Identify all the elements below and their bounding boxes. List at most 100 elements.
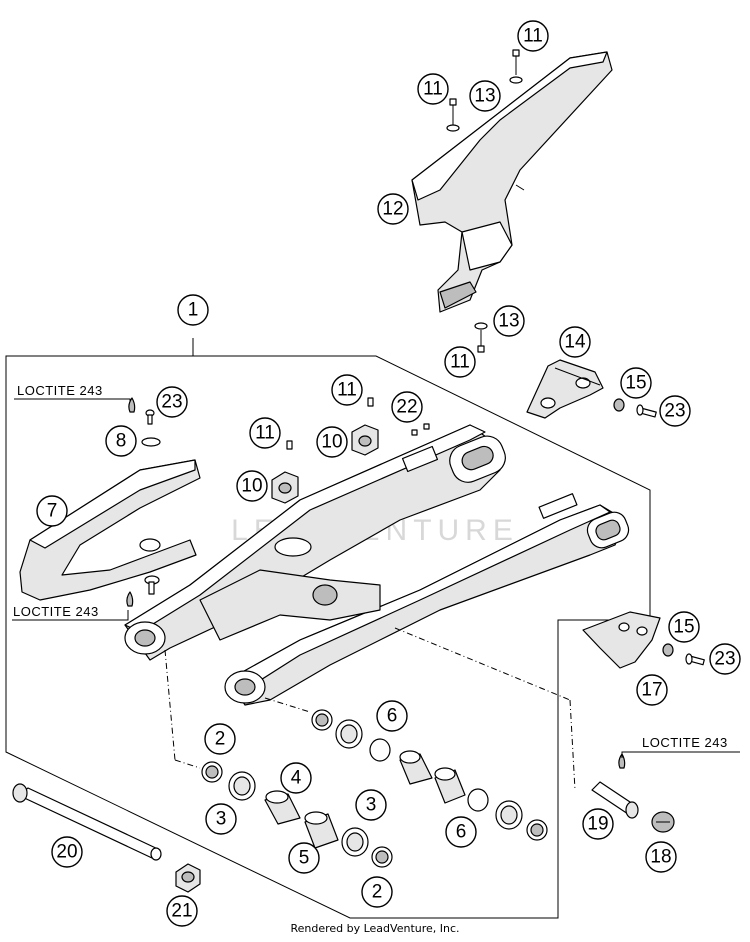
callout-23-a: 23 xyxy=(659,395,691,427)
rubber-buffer-upper xyxy=(351,424,379,456)
svg-text:11: 11 xyxy=(423,79,443,100)
chain-guard xyxy=(411,51,613,313)
screw-23-upper xyxy=(636,404,657,418)
callout-10-a: 10 xyxy=(316,426,348,458)
svg-text:6: 6 xyxy=(387,706,398,727)
callout-2-a: 2 xyxy=(204,723,236,755)
nut-22 xyxy=(411,423,430,436)
rubber-buffer-lower xyxy=(271,471,299,504)
bearing-3-left xyxy=(228,771,256,801)
chain-guard-bolt-left xyxy=(446,98,460,132)
svg-text:11: 11 xyxy=(523,26,543,47)
callout-11-c: 11 xyxy=(444,346,476,378)
callout-4: 4 xyxy=(280,762,312,794)
callout-13-b: 13 xyxy=(493,305,525,337)
chain-slider xyxy=(19,459,201,601)
callout-21: 21 xyxy=(166,895,198,927)
loctite-note-1: LOCTITE 243 xyxy=(14,383,131,402)
centerline-left xyxy=(164,649,176,761)
sleeve-4-left xyxy=(264,790,301,825)
svg-text:8: 8 xyxy=(116,431,127,452)
svg-text:4: 4 xyxy=(291,768,302,789)
needle-bearing-5-right xyxy=(434,767,466,804)
callout-19: 19 xyxy=(582,808,614,840)
callout-1: 1 xyxy=(177,294,209,326)
callout-11-d: 11 xyxy=(331,374,363,406)
callout-12: 12 xyxy=(377,193,409,225)
bearing-3-left-b xyxy=(341,827,369,857)
chain-guard-bolt-bottom xyxy=(474,322,488,353)
seal-ring-2-right-b xyxy=(526,819,548,841)
svg-text:12: 12 xyxy=(382,199,403,220)
callout-15-a: 15 xyxy=(620,367,652,399)
seal-ring-2-right xyxy=(311,709,333,731)
svg-text:LOCTITE 243: LOCTITE 243 xyxy=(642,735,728,750)
loctite-note-2: LOCTITE 243 xyxy=(12,604,129,621)
screw-11-buffer-upper xyxy=(367,397,374,407)
pivot-nut xyxy=(175,863,201,893)
svg-text:20: 20 xyxy=(56,842,77,863)
screw-11-buffer-lower xyxy=(286,440,293,450)
callout-14: 14 xyxy=(559,326,591,358)
centerline-right-down xyxy=(569,699,576,791)
callout-2-b: 2 xyxy=(361,876,393,908)
svg-text:19: 19 xyxy=(587,814,608,835)
swingarm xyxy=(124,424,630,706)
svg-text:15: 15 xyxy=(625,373,646,394)
svg-text:11: 11 xyxy=(255,423,275,444)
screw-23-lower xyxy=(685,653,705,666)
seal-ring-2-left xyxy=(201,761,223,783)
svg-text:10: 10 xyxy=(241,476,262,497)
washer-8 xyxy=(141,437,161,447)
callout-23-b: 23 xyxy=(156,386,188,418)
svg-text:2: 2 xyxy=(215,729,226,750)
callout-15-b: 15 xyxy=(668,611,700,643)
washer-6-right-b xyxy=(467,788,489,812)
svg-text:23: 23 xyxy=(664,401,685,422)
svg-text:23: 23 xyxy=(714,649,735,670)
callout-6-a: 6 xyxy=(376,700,408,732)
callout-22: 22 xyxy=(391,391,423,423)
needle-bearing-5-left xyxy=(304,811,339,849)
svg-text:1: 1 xyxy=(188,300,199,321)
axle-bolt-19 xyxy=(591,781,639,819)
svg-text:13: 13 xyxy=(474,86,495,107)
callout-20: 20 xyxy=(51,836,83,868)
svg-text:22: 22 xyxy=(396,397,417,418)
bearing-3-right xyxy=(335,719,363,749)
callout-3-a: 3 xyxy=(205,803,237,835)
sleeve-4-right xyxy=(399,750,433,785)
chain-slider-screw xyxy=(144,575,160,595)
chain-sliding-guard xyxy=(526,359,604,419)
svg-text:5: 5 xyxy=(299,848,310,869)
callout-11-a: 11 xyxy=(517,20,549,52)
centerline-right xyxy=(264,697,311,713)
loctite-note-3: LOCTITE 243 xyxy=(621,735,740,758)
svg-text:11: 11 xyxy=(450,352,470,373)
callout-11-b: 11 xyxy=(417,73,449,105)
washer-6-right xyxy=(369,738,391,762)
cap-18 xyxy=(651,811,675,833)
callout-8: 8 xyxy=(105,425,137,457)
svg-text:17: 17 xyxy=(641,680,662,701)
screw-23-top-left xyxy=(145,409,155,425)
svg-text:3: 3 xyxy=(216,809,227,830)
washer-15-upper xyxy=(613,398,625,412)
svg-text:11: 11 xyxy=(337,380,357,401)
callout-11-e: 11 xyxy=(249,417,281,449)
pivot-shaft xyxy=(12,783,162,861)
centerline-right-axle xyxy=(394,627,571,701)
bearing-3-right-b xyxy=(495,800,523,830)
svg-text:7: 7 xyxy=(47,501,58,522)
callout-7: 7 xyxy=(36,495,68,527)
seal-ring-2-left-b xyxy=(371,846,393,868)
callout-6-b: 6 xyxy=(445,816,477,848)
svg-text:15: 15 xyxy=(673,617,694,638)
callout-18: 18 xyxy=(645,841,677,873)
washer-15-lower xyxy=(662,643,674,657)
svg-text:13: 13 xyxy=(498,311,519,332)
callout-10-b: 10 xyxy=(236,470,268,502)
svg-text:6: 6 xyxy=(456,822,467,843)
callout-5: 5 xyxy=(288,842,320,874)
callout-23-c: 23 xyxy=(709,643,741,675)
